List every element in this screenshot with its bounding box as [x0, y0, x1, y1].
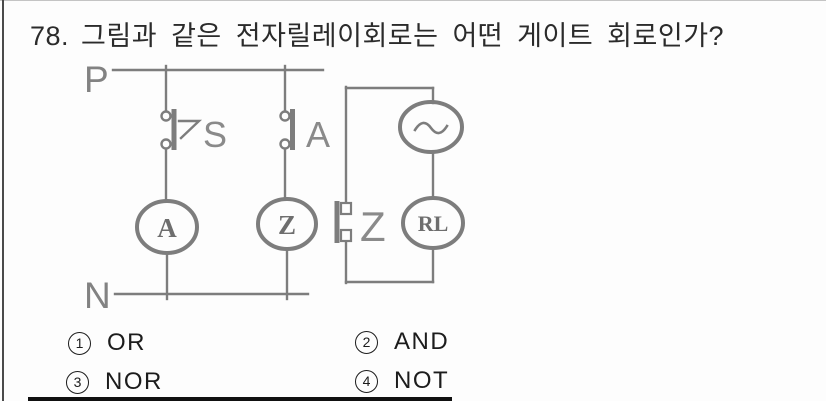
option-1-label: OR: [107, 329, 146, 356]
question-text: 그림과 같은 전자릴레이회로는 어떤 게이트 회로인가?: [81, 21, 725, 51]
option-4-label: NOT: [394, 367, 450, 394]
a-contact-terminal-bottom: [279, 138, 291, 150]
s-contact-bar: [171, 109, 177, 150]
z-contact-terminal-bottom: [339, 228, 353, 243]
relay-circuit-svg: P N S A Z A Z RL: [84, 59, 465, 316]
coil-z-letter: Z: [278, 210, 296, 240]
top-border-line: [0, 0, 826, 1]
s-contact-terminal-bottom: [160, 138, 172, 150]
option-3-circled-number: 3: [66, 370, 89, 394]
contact-a-label: A: [306, 114, 330, 155]
a-contact-terminal-top: [279, 110, 291, 122]
answer-option-1: 1 OR: [68, 329, 146, 357]
z-contact-bar: [334, 201, 340, 243]
option-1-circled-number: 1: [68, 331, 91, 355]
terminal-p-label: P: [84, 59, 109, 100]
terminal-n-label: N: [84, 275, 111, 316]
question-number: 78.: [30, 21, 70, 51]
contact-z-label: Z: [360, 203, 386, 250]
sine-wave-icon: [413, 121, 449, 135]
option-3-label: NOR: [105, 368, 163, 395]
a-contact-bar: [290, 109, 295, 150]
left-border-line: [2, 0, 4, 401]
z-contact-terminal-top: [339, 201, 353, 216]
option-4-circled-number: 4: [355, 369, 378, 393]
option-2-circled-number: 2: [355, 330, 378, 354]
circuit-diagram: P N S A Z A Z RL: [60, 55, 480, 317]
answer-option-3: 3 NOR: [66, 368, 163, 396]
coil-a-letter: A: [157, 213, 177, 243]
s-pushbutton-arrow-icon: [177, 119, 203, 140]
answer-option-4: 4 NOT: [355, 367, 449, 395]
cutoff-next-row-bar: [28, 397, 452, 401]
switch-s-label: S: [203, 114, 227, 155]
s-contact-terminal-top: [160, 110, 172, 122]
load-rl-letters: RL: [418, 211, 449, 236]
answer-option-2: 2 AND: [355, 328, 449, 356]
option-2-label: AND: [394, 328, 450, 355]
question-title: 78. 그림과 같은 전자릴레이회로는 어떤 게이트 회로인가?: [30, 14, 790, 53]
ac-source-circle: [398, 100, 464, 154]
